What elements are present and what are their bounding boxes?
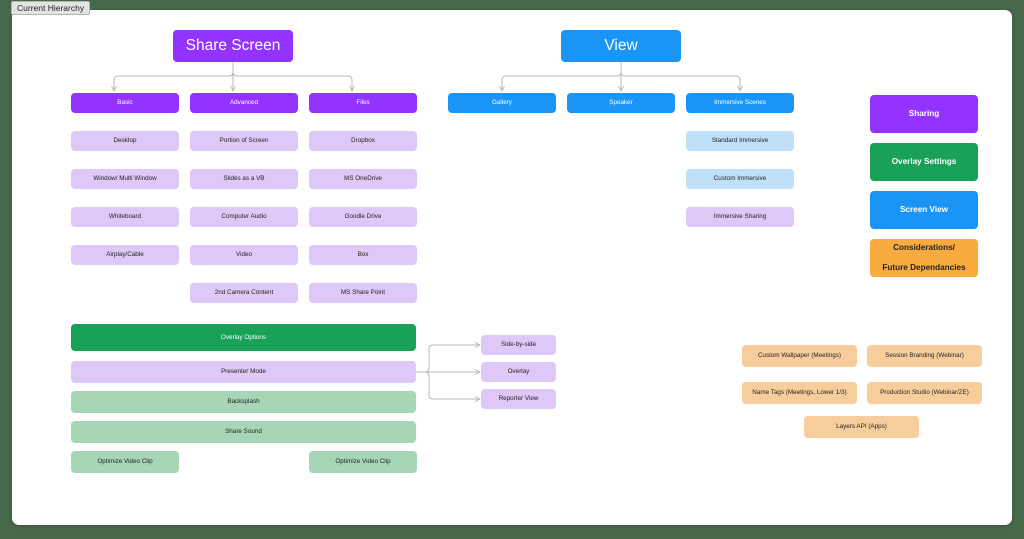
column-header-files[interactable]: Files (309, 93, 417, 113)
consideration-name-tags[interactable]: Name Tags (Meetings, Lower 1/3) (742, 382, 857, 404)
leaf-custom-immersive[interactable]: Custom Immersive (686, 169, 794, 189)
bar-optimize-video-clip-left[interactable]: Optimize Video Clip (71, 451, 179, 473)
connector-lines (111, 61, 743, 402)
column-header-speaker[interactable]: Speaker (567, 93, 675, 113)
bar-presenter-mode[interactable]: Presenter Mode (71, 361, 416, 383)
leaf-ms-share-point[interactable]: MS Share Point (309, 283, 417, 303)
bar-optimize-video-clip-right[interactable]: Optimize Video Clip (309, 451, 417, 473)
consideration-custom-wallpaper[interactable]: Custom Wallpaper (Meetings) (742, 345, 857, 367)
leaf-box[interactable]: Box (309, 245, 417, 265)
window-tab-label[interactable]: Current Hierarchy (11, 1, 91, 15)
root-share-screen[interactable]: Share Screen (173, 30, 293, 62)
leaf-side-by-side[interactable]: Side-by-side (481, 335, 556, 355)
leaf-google-drive[interactable]: Goodle Drive (309, 207, 417, 227)
column-header-basic[interactable]: Basic (71, 93, 179, 113)
leaf-reporter-view[interactable]: Reporter View (481, 389, 556, 409)
legend-considerations-line1: Considerations/ (893, 243, 955, 253)
leaf-computer-audio[interactable]: Computer Audio (190, 207, 298, 227)
legend-item-considerations[interactable]: Considerations/ Future Dependancies (870, 239, 978, 277)
legend-item-screen-view[interactable]: Screen View (870, 191, 978, 229)
leaf-portion-of-screen[interactable]: Portion of Screen (190, 131, 298, 151)
leaf-window-multi-window[interactable]: Window/ Multi Window (71, 169, 179, 189)
leaf-dropbox[interactable]: Dropbox (309, 131, 417, 151)
consideration-production-studio[interactable]: Production Studio (Webinar/ZE) (867, 382, 982, 404)
leaf-video[interactable]: Video (190, 245, 298, 265)
legend-considerations-line2: Future Dependancies (882, 262, 966, 272)
column-header-advanced[interactable]: Advanced (190, 93, 298, 113)
leaf-immersive-sharing[interactable]: Immersive Sharing (686, 207, 794, 227)
consideration-session-branding[interactable]: Session Branding (Webinar) (867, 345, 982, 367)
leaf-standard-immersive[interactable]: Standard Immersive (686, 131, 794, 151)
root-view[interactable]: View (561, 30, 681, 62)
bar-backsplash[interactable]: Backsplash (71, 391, 416, 413)
diagram-canvas[interactable]: Share Screen Basic Desktop Window/ Multi… (12, 10, 1012, 525)
leaf-slides-as-a-vb[interactable]: Slides as a VB (190, 169, 298, 189)
diagram-stage: Share Screen Basic Desktop Window/ Multi… (12, 10, 1012, 525)
column-header-immersive-scenes[interactable]: Immersive Scenes (686, 93, 794, 113)
legend-item-sharing[interactable]: Sharing (870, 95, 978, 133)
legend-item-overlay-settings[interactable]: Overlay Settings (870, 143, 978, 181)
leaf-desktop[interactable]: Desktop (71, 131, 179, 151)
column-header-gallery[interactable]: Gallery (448, 93, 556, 113)
leaf-whiteboard[interactable]: Whiteboard (71, 207, 179, 227)
leaf-2nd-camera-content[interactable]: 2nd Camera Content (190, 283, 298, 303)
leaf-airplay-cable[interactable]: Airplay/Cable (71, 245, 179, 265)
leaf-overlay[interactable]: Overlay (481, 362, 556, 382)
consideration-layers-api[interactable]: Layers API (Apps) (804, 416, 919, 438)
bar-share-sound[interactable]: Share Sound (71, 421, 416, 443)
leaf-ms-onedrive[interactable]: MS OneDrive (309, 169, 417, 189)
bar-overlay-options[interactable]: Overlay Options (71, 324, 416, 351)
